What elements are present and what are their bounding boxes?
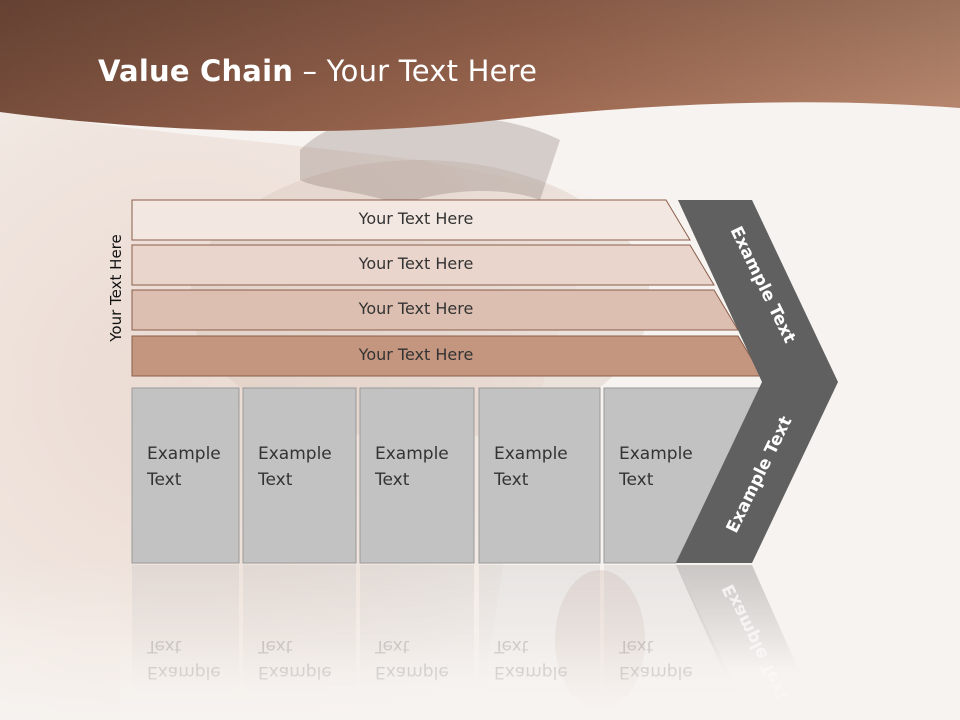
side-label: Your Text Here [107,234,125,342]
page-title-bold: Value Chain [98,54,294,88]
box-3-line1: Example [375,444,449,464]
box-2-line2: Text [257,470,293,490]
bar-1-label: Your Text Here [358,209,474,228]
box-4-line1: Example [494,444,568,464]
box-5-line1: Example [619,444,693,464]
box-5-line2: Text [618,470,654,490]
bar-4-label: Your Text Here [358,345,474,364]
box-4-line2: Text [493,470,529,490]
chevron-upper [678,200,838,382]
bar-3-label: Your Text Here [358,299,474,318]
box-1 [131,387,240,564]
bar-2-label: Your Text Here [358,254,474,273]
page-title: Value Chain – Your Text Here [98,54,537,88]
box-3 [359,387,475,564]
reflection-fade [120,640,880,720]
box-2-line1: Example [258,444,332,464]
chevron-lower [676,382,838,563]
background-photo-hair [300,117,560,205]
page-title-rest: – Your Text Here [293,54,538,88]
reflection-group: ExampleTextExampleTextExampleTextExample… [120,565,880,720]
header-band-shade [0,0,960,132]
box-1-line1: Example [147,444,221,464]
box-3-line2: Text [374,470,410,490]
bar-2 [131,244,715,286]
box-2 [242,387,357,564]
box-1-line2: Text [146,470,182,490]
bar-1 [131,199,691,241]
box-4 [478,387,601,564]
